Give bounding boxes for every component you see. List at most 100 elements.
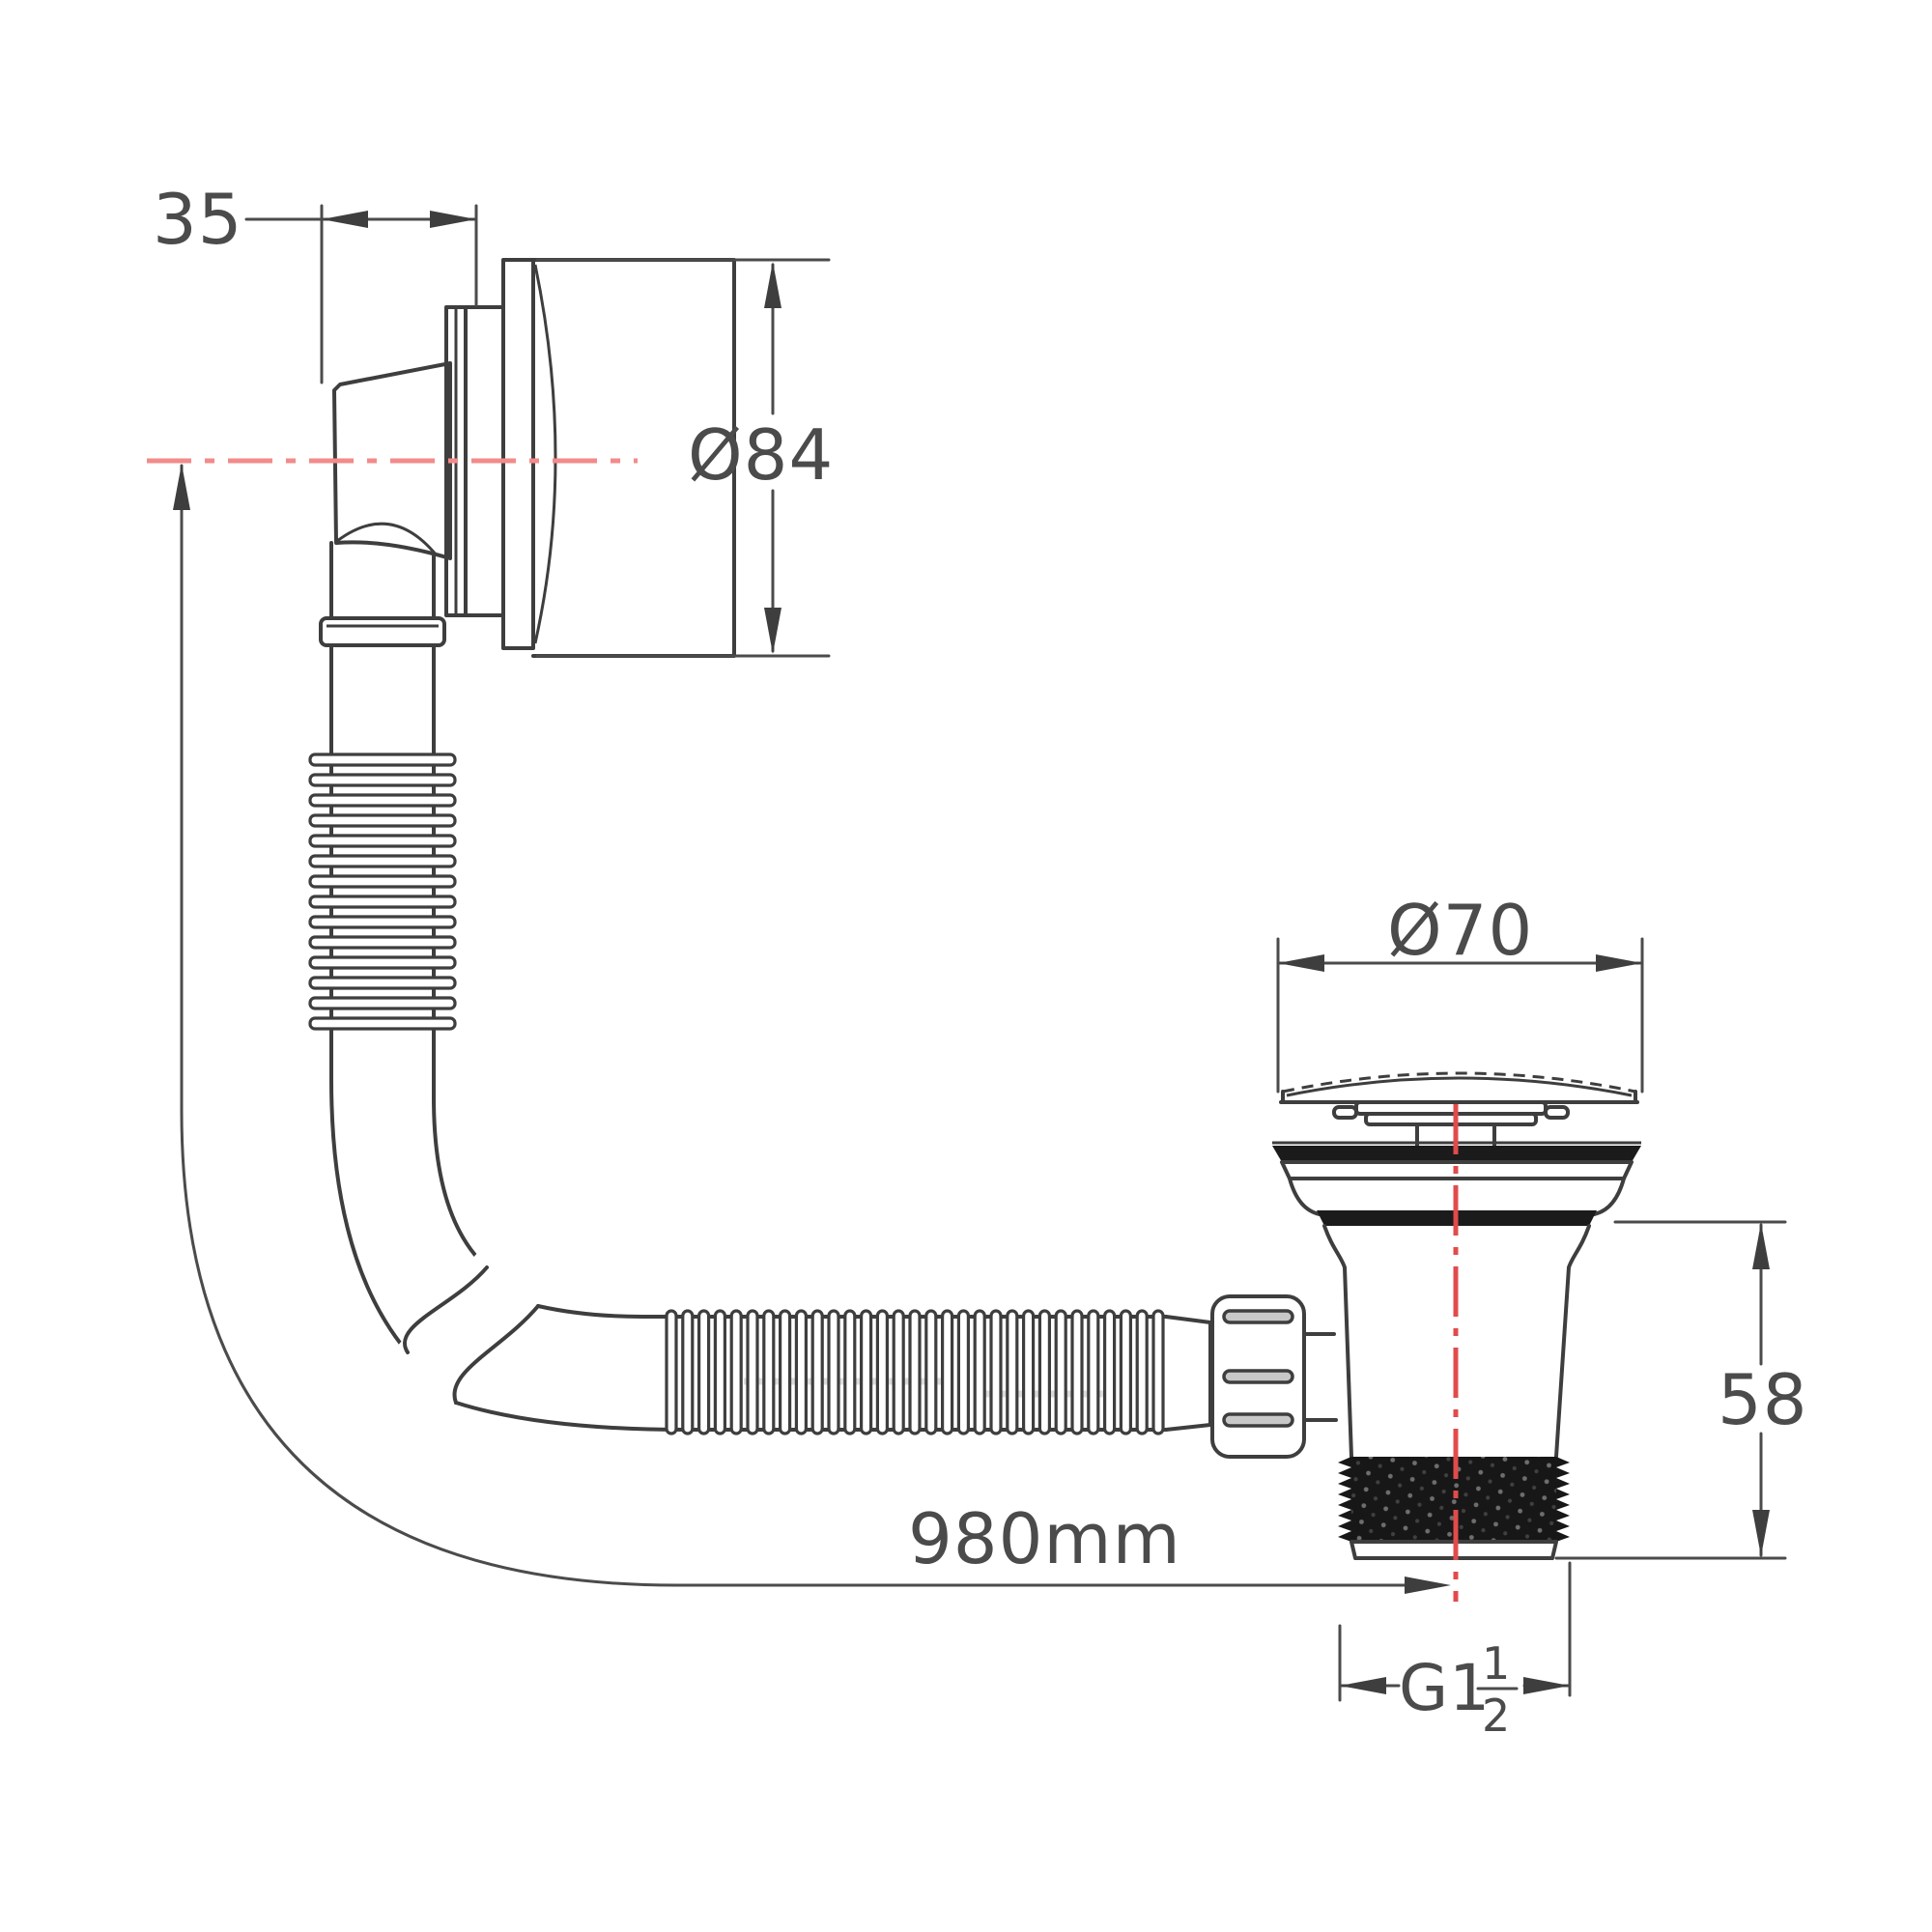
bend-outer-edge-upper (329, 1028, 410, 1354)
corrugation-rib (308, 834, 457, 848)
dim-70-label: Ø70 (1387, 890, 1533, 971)
section-break-edge-2 (452, 1304, 540, 1405)
plug-stem-pin-left (1332, 1105, 1358, 1120)
dim-70-arrow-right (1596, 954, 1642, 972)
corrugation-rib (308, 874, 457, 889)
corrugation-rib (1070, 1309, 1084, 1435)
bowl-left-side (1288, 1177, 1321, 1216)
dim-84-label: Ø84 (688, 414, 834, 496)
dim-overflow-face-depth: 35 (153, 179, 478, 384)
dim-thread-frac-numerator: 1 (1482, 1637, 1511, 1690)
corrugation-rib (843, 1309, 857, 1435)
corrugation-rib (696, 1309, 711, 1435)
dim-58-label: 58 (1718, 1359, 1808, 1440)
hose-tailpiece (1164, 1315, 1212, 1432)
plug-cap-top-arc (1286, 1076, 1633, 1097)
dim-980-label: 980mm (908, 1498, 1181, 1579)
hose-compression-nut (1210, 1294, 1338, 1459)
corrugation-rib (956, 1309, 971, 1435)
corrugation-rib (924, 1309, 938, 1435)
corrugation-rib (827, 1309, 840, 1435)
bend-outer-edge-lower (454, 1401, 688, 1432)
overflow-cap-face-curve (533, 264, 557, 644)
dim-980-arrow-right (1405, 1577, 1451, 1594)
cone-left-edge (1322, 1224, 1353, 1459)
corrugation-rib (308, 1016, 457, 1031)
bowl-right-side (1592, 1177, 1626, 1216)
nut-slot-2 (1222, 1369, 1294, 1384)
corrugation-rib (308, 854, 457, 868)
flexible-hose (640, 1309, 1212, 1435)
corrugation-rib (1102, 1309, 1117, 1435)
nut-slot-3 (1222, 1412, 1294, 1428)
corrugation-rib (308, 996, 457, 1010)
corrugation-rib (308, 793, 457, 808)
dim-thread-frac-denominator: 2 (1482, 1690, 1511, 1742)
pipe-bend (329, 1028, 688, 1432)
bend-inner-edge-lower (536, 1304, 644, 1319)
corrugation-rib (1037, 1309, 1052, 1435)
corrugation-rib (794, 1309, 809, 1435)
dim-thread-arrow-left (1340, 1677, 1386, 1694)
dim-980-arrow-up (173, 464, 190, 510)
cone-right-edge (1554, 1224, 1591, 1459)
corrugation-rib (308, 935, 457, 950)
corrugation-rib (308, 773, 457, 787)
bend-inner-edge-upper (432, 1028, 489, 1269)
overflow-faceplate (501, 258, 535, 650)
corrugation-rib (308, 915, 457, 929)
plug-cap-top-arc-dashed (1282, 1071, 1636, 1094)
dim-thread-arrow-right (1523, 1677, 1570, 1694)
corrugation-rib (713, 1309, 727, 1435)
dim-980-path (180, 464, 1412, 1587)
corrugation-rib (308, 895, 457, 909)
dim-plug-diameter: Ø70 (1276, 890, 1644, 1094)
corrugation-rib (308, 976, 457, 990)
corrugation-rib (1135, 1309, 1149, 1435)
corrugation-rib (875, 1309, 890, 1435)
corrugation-rib (308, 955, 457, 970)
overflow-assembly (319, 258, 736, 756)
knurl-teeth-right (1556, 1457, 1570, 1542)
vertical-corrugated-section (308, 753, 457, 1032)
hose-corrugation-ribs (665, 1309, 1165, 1435)
dim-overflow-diameter: Ø84 (535, 258, 834, 658)
corrugation-rib (1087, 1309, 1100, 1435)
corrugation-rib (308, 813, 457, 828)
overflow-body-throat-curve (336, 522, 439, 556)
corrugation-rib (746, 1309, 759, 1435)
dim-waste-height: 58 (1554, 1220, 1808, 1560)
corrugation-rib (892, 1309, 905, 1435)
section-break-edge-1 (403, 1265, 489, 1354)
dim-84-arrow-up (764, 262, 781, 308)
dim-35-arrow-left (322, 211, 368, 228)
corrugation-rib (778, 1309, 792, 1435)
corrugation-rib (973, 1309, 986, 1435)
dim-58-arrow-up (1752, 1223, 1770, 1269)
knurl-teeth-left (1338, 1457, 1351, 1542)
dim-hose-length: 980mm (173, 464, 1451, 1594)
corrugation-rib (1151, 1309, 1165, 1435)
corrugation-rib (989, 1309, 1003, 1435)
dim-thread-label: G1 (1399, 1651, 1491, 1725)
dim-35-label: 35 (153, 179, 243, 260)
vertical-corrugation-ribs (308, 753, 457, 1031)
dim-35-arrow-right (430, 211, 476, 228)
plug-stem-plate-2 (1364, 1112, 1538, 1126)
section-break-gap (390, 1252, 515, 1410)
dim-84-arrow-down (764, 608, 781, 654)
plug-stem-pin-right (1544, 1105, 1570, 1120)
corrugation-rib (859, 1309, 873, 1435)
corrugation-rib (940, 1309, 954, 1435)
corrugation-rib (1119, 1309, 1133, 1435)
dim-thread-size: G1 1 2 (1338, 1561, 1572, 1742)
overflow-body (332, 361, 452, 560)
corrugation-rib (762, 1309, 776, 1435)
dim-70-arrow-left (1278, 954, 1324, 972)
nut-slot-1 (1222, 1309, 1294, 1324)
corrugation-rib (1006, 1309, 1019, 1435)
corrugation-rib (810, 1309, 824, 1435)
corrugation-rib (665, 1309, 678, 1435)
